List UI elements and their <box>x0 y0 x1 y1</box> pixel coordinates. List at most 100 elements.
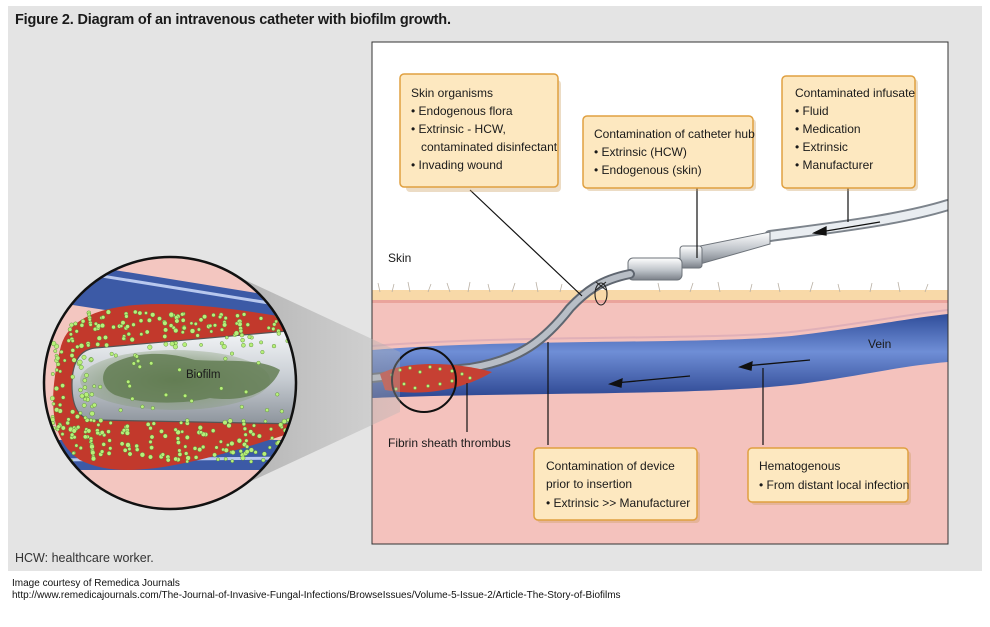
microbe-dot <box>226 423 232 429</box>
microbe-dot <box>244 389 249 394</box>
microbe-dot <box>244 449 250 455</box>
microbe-dot <box>99 323 105 329</box>
microbe-dot <box>177 452 183 457</box>
microbe-dot <box>226 443 230 447</box>
microbe-dot <box>75 414 80 419</box>
microbe-dot <box>182 325 187 331</box>
microbe-dot <box>89 411 95 417</box>
microbe-dot <box>125 324 130 329</box>
microbe-dot <box>113 353 118 358</box>
microbe-dot <box>120 320 126 326</box>
callout-skin-organisms-title: Skin organisms <box>411 86 493 100</box>
microbe-dot <box>180 429 184 434</box>
microbe-dot <box>149 361 154 366</box>
microbe-dot <box>54 407 60 413</box>
microbe-dot <box>121 336 126 341</box>
microbe-dot <box>82 385 88 390</box>
microbe-dot <box>83 415 88 420</box>
microbe-dot <box>138 318 144 323</box>
infusate-flow-arrow <box>811 221 881 236</box>
microbe-dot <box>221 344 227 350</box>
microbe-dot <box>106 451 112 456</box>
microbe-dot <box>124 314 129 319</box>
credit-url: http://www.remedicajournals.com/The-Jour… <box>12 590 621 601</box>
microbe-dot <box>89 444 95 450</box>
microbe-dot <box>72 435 77 440</box>
microbe-dot <box>86 428 92 434</box>
microbe-dot <box>184 451 189 456</box>
microbe-dot <box>127 451 133 457</box>
microbe-dot <box>248 429 253 435</box>
microbe-dot <box>105 309 111 315</box>
callout-device-title: Contamination of device <box>546 459 675 473</box>
microbe-dot <box>168 323 174 328</box>
microbe-dot <box>239 332 245 338</box>
vein-label: Vein <box>868 337 891 351</box>
callout-catheter-hub <box>582 115 756 191</box>
microbe-dot <box>146 317 152 323</box>
microbe-dot <box>278 422 283 428</box>
microbe-dot <box>179 420 184 425</box>
callout-hub-title: Contamination of catheter hub <box>594 127 755 141</box>
microbe-dot <box>111 324 116 330</box>
microbe-dot <box>242 312 247 317</box>
microbe-dot <box>54 368 59 372</box>
microbe-dot <box>83 392 89 398</box>
microbe-dot <box>103 335 108 340</box>
callout-infusate <box>781 75 918 191</box>
microbe-dot <box>78 411 83 415</box>
microbe-dot <box>229 441 235 447</box>
microbe-dot <box>148 454 153 460</box>
microbe-dot <box>78 343 85 349</box>
microbe-dot <box>148 426 153 431</box>
microbe-dot <box>99 449 105 454</box>
microbe-dot <box>94 321 98 326</box>
skin-label: Skin <box>388 251 411 265</box>
microbe-dot <box>60 383 65 388</box>
magnified-inset <box>42 255 298 511</box>
microbe-dot <box>230 449 236 455</box>
microbe-dot <box>50 372 55 376</box>
microbe-dot <box>196 327 201 332</box>
microbe-dot <box>145 422 151 427</box>
microbe-dot <box>223 457 228 461</box>
microbe-dot <box>165 457 171 463</box>
microbe-dot <box>78 387 83 393</box>
microbe-dot <box>223 316 228 321</box>
microbe-dot <box>258 316 264 321</box>
microbe-dot <box>70 374 75 380</box>
microbe-dot <box>104 342 109 348</box>
microbe-dot <box>95 430 100 436</box>
microbe-dot <box>169 341 175 347</box>
microbe-dot <box>183 444 188 449</box>
microbe-dot <box>81 354 87 360</box>
microbe-dot <box>71 451 76 456</box>
callout-skin-organisms-item: • Extrinsic - HCW, <box>411 122 506 136</box>
microbe-dot <box>214 445 219 450</box>
footnote: HCW: healthcare worker. <box>15 551 154 565</box>
microbe-dot <box>281 418 287 424</box>
microbe-dot <box>83 434 88 440</box>
microbe-dot <box>80 319 86 324</box>
callout-hematogenous-item: • From distant local infection <box>759 478 909 492</box>
microbe-dot <box>58 369 63 374</box>
microbe-dot <box>83 397 87 402</box>
figure-title: Figure 2. Diagram of an intravenous cath… <box>15 12 451 28</box>
microbe-dot <box>185 455 191 461</box>
microbe-dot <box>159 429 164 434</box>
microbe-dot <box>92 402 97 408</box>
callout-infusate-item: • Fluid <box>795 104 829 118</box>
microbe-dot <box>108 446 113 451</box>
microbe-dot <box>77 359 83 365</box>
microbe-dot <box>185 418 190 423</box>
microbe-dot <box>74 443 79 448</box>
microbe-dot <box>234 321 239 326</box>
microbe-dot <box>210 428 216 433</box>
microbe-dot <box>253 450 258 455</box>
callout-hematogenous <box>747 447 911 505</box>
microbe-dot <box>177 367 182 372</box>
microbe-dot <box>69 332 73 337</box>
callout-infusate-item: • Extrinsic <box>795 140 848 154</box>
microbe-dot <box>106 429 111 434</box>
microbe-dot <box>100 315 106 320</box>
